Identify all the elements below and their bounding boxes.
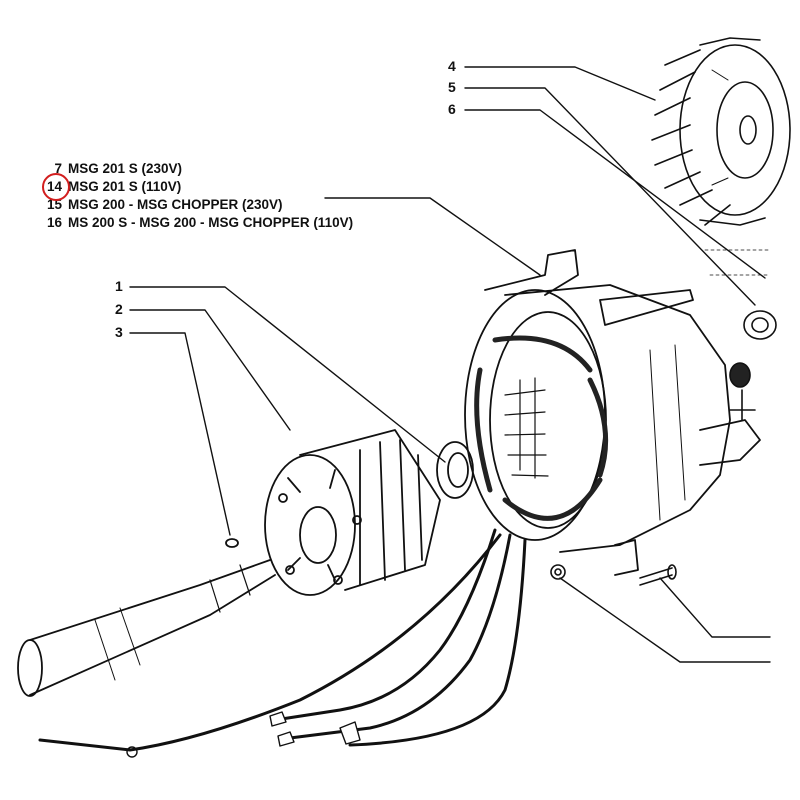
legend-code: 7 — [54, 161, 62, 176]
highlight-circle — [42, 173, 70, 201]
legend-code: 16 — [46, 215, 62, 230]
legend-row-16: 16 MS 200 S - MSG 200 - MSG CHOPPER (110V… — [38, 215, 353, 231]
legend-text: MS 200 S - MSG 200 - MSG CHOPPER (110V) — [68, 215, 354, 230]
washer — [436, 441, 474, 499]
lead-wires — [38, 528, 527, 758]
cooling-fan — [651, 37, 791, 276]
legend-text: MSG 201 S (110V) — [68, 179, 182, 194]
legend-row-7: 7 MSG 201 S (230V) — [38, 161, 182, 177]
callout-3: 3 — [115, 324, 123, 340]
legend-text: MSG 201 S (230V) — [68, 161, 183, 176]
stator-housing — [464, 249, 761, 576]
bearing — [729, 310, 777, 421]
rotor — [264, 429, 441, 596]
stator-teeth — [504, 377, 549, 479]
screws — [550, 564, 677, 586]
leader-lines — [129, 66, 771, 663]
shaft — [17, 538, 276, 697]
callout-2: 2 — [115, 301, 123, 317]
callout-6: 6 — [448, 101, 456, 117]
legend-text: MSG 200 - MSG CHOPPER (230V) — [68, 197, 283, 212]
callout-5: 5 — [448, 79, 456, 95]
callout-4: 4 — [448, 58, 456, 74]
callout-1: 1 — [115, 278, 123, 294]
stator-windings — [474, 335, 609, 521]
